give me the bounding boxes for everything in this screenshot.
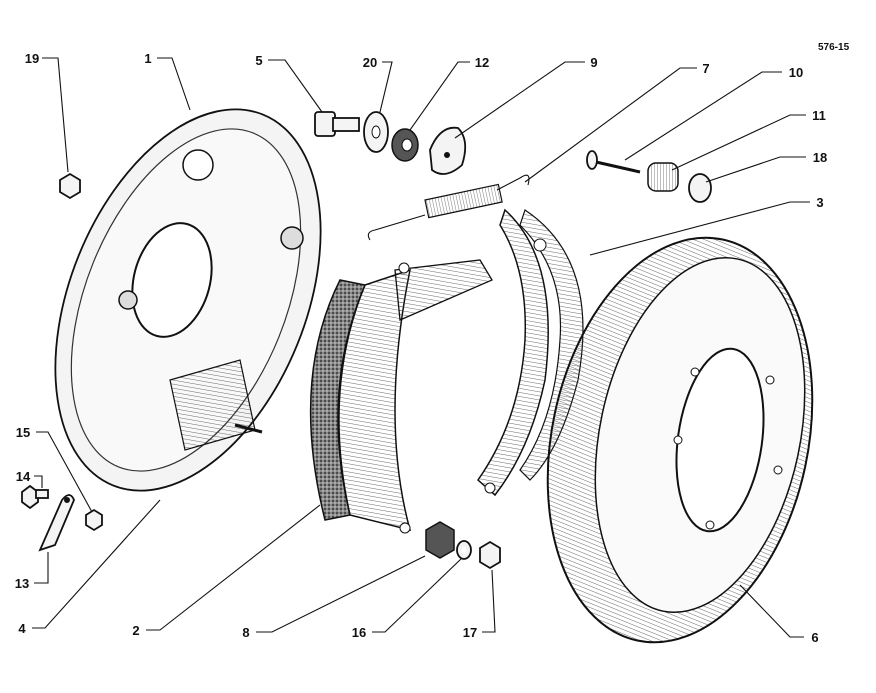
callout-9: 9 xyxy=(590,55,597,70)
castle-nut-17 xyxy=(479,540,501,570)
callout-13: 13 xyxy=(15,576,29,591)
bolt-5 xyxy=(314,111,360,137)
callout-11: 11 xyxy=(812,108,826,123)
washer-20 xyxy=(363,111,389,153)
bolt-14 xyxy=(21,484,49,510)
callout-5: 5 xyxy=(255,53,262,68)
callout-17: 17 xyxy=(463,625,477,640)
nut-19 xyxy=(59,172,81,200)
callout-18: 18 xyxy=(813,150,827,165)
callout-4: 4 xyxy=(18,621,26,636)
callout-19: 19 xyxy=(25,51,39,66)
brake-drum-6 xyxy=(546,236,814,644)
callout-16: 16 xyxy=(352,625,366,640)
callout-20: 20 xyxy=(363,55,377,70)
callout-6: 6 xyxy=(811,630,818,645)
eccentric-12 xyxy=(391,128,419,162)
washer-16 xyxy=(456,540,472,560)
backing-plate xyxy=(54,108,322,492)
hold-down-spring-11 xyxy=(647,162,679,192)
drawing-code: 576-15 xyxy=(818,42,850,53)
leader-lines xyxy=(32,57,810,638)
callout-10: 10 xyxy=(789,65,803,80)
callout-1: 1 xyxy=(144,51,151,66)
hold-down-pin-10 xyxy=(586,150,641,174)
callout-15: 15 xyxy=(16,425,30,440)
cup-18 xyxy=(688,173,712,203)
clip-13 xyxy=(38,494,75,552)
callout-12: 12 xyxy=(475,55,489,70)
nut-8 xyxy=(425,521,455,559)
nut-15 xyxy=(85,508,103,532)
return-spring-7 xyxy=(367,174,530,241)
callout-2: 2 xyxy=(132,623,139,638)
callout-7: 7 xyxy=(702,61,709,76)
callout-3: 3 xyxy=(816,195,823,210)
brake-shoe-2 xyxy=(309,259,493,534)
callout-labels: 19 1 5 20 12 9 7 10 11 18 3 15 14 13 4 2… xyxy=(15,51,827,645)
plate-9 xyxy=(429,126,467,175)
callout-14: 14 xyxy=(16,469,31,484)
callout-8: 8 xyxy=(242,625,249,640)
